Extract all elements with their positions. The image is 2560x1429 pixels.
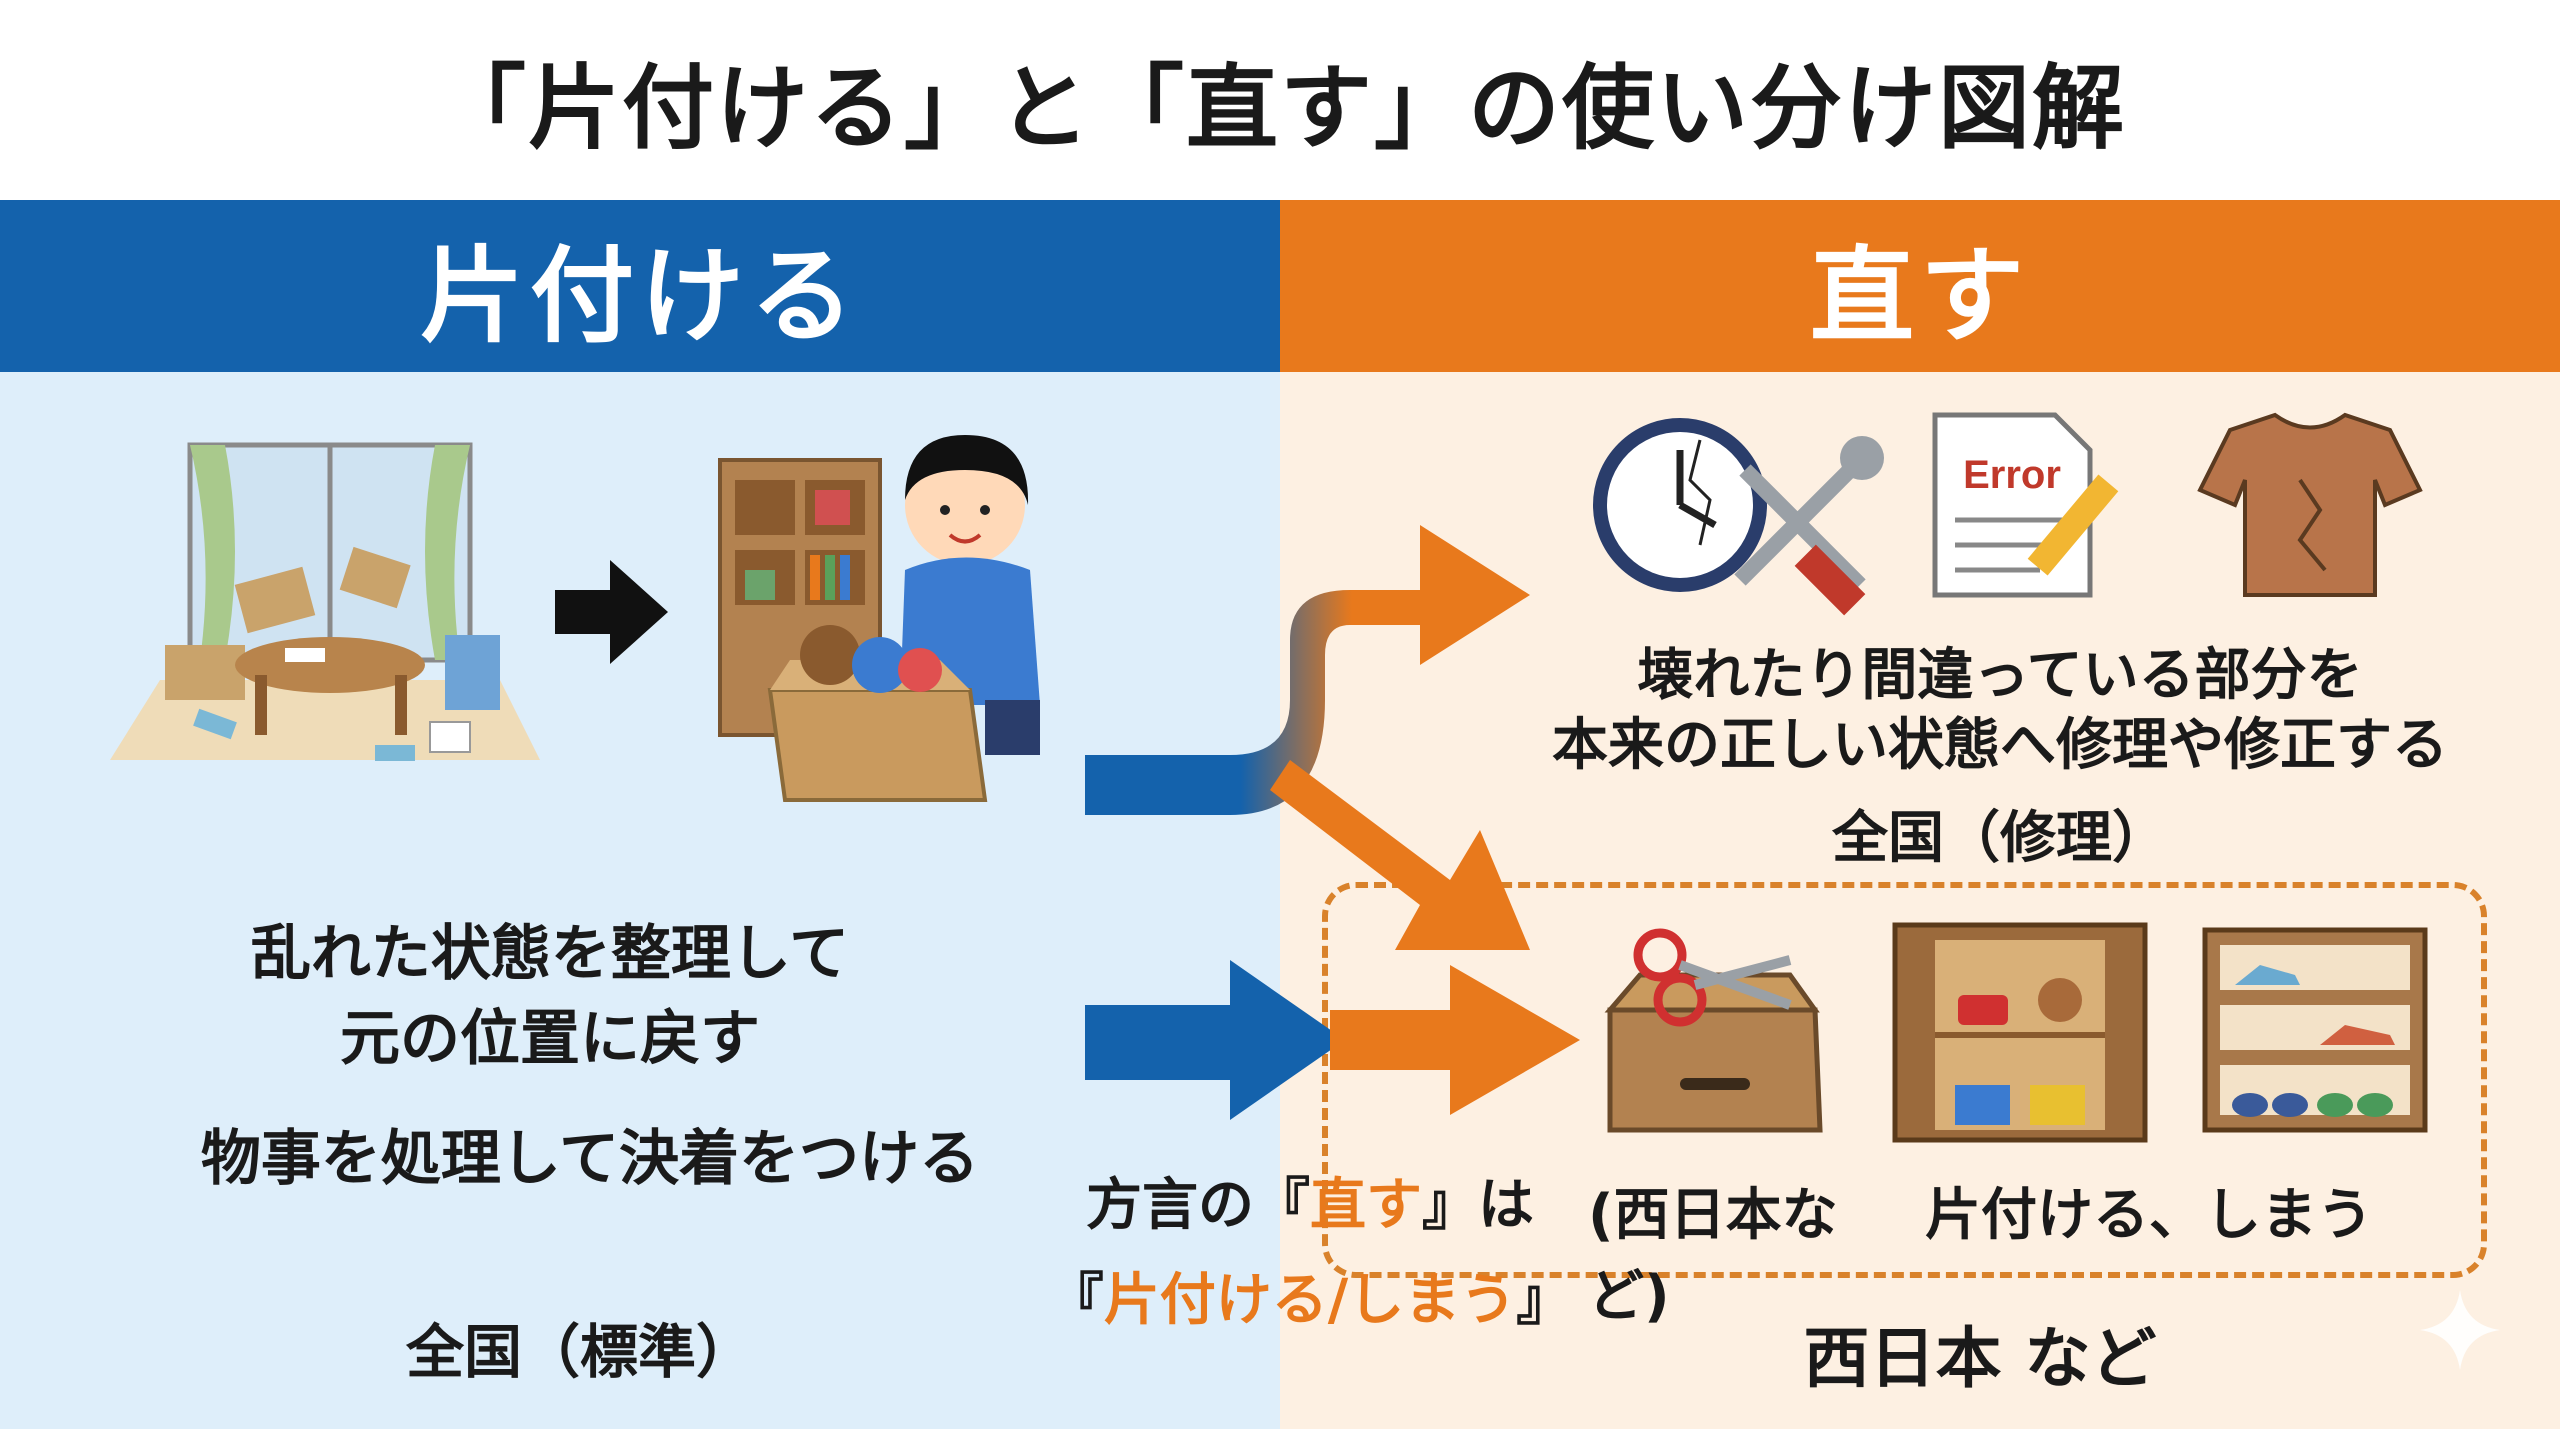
clock-icon xyxy=(1593,418,1767,592)
callout-line1-highlight: 直す xyxy=(1310,1173,1422,1238)
tools-icon xyxy=(1734,436,1884,616)
left-region: 全国（標準） xyxy=(405,1318,754,1386)
callout-line2-highlight: 片付ける/しまう xyxy=(1103,1268,1517,1333)
shoe-rack-icon xyxy=(2202,927,2428,1133)
scissors-drawer-icon xyxy=(1604,928,1823,1133)
repair-description-line1: 壊れたり間違っている部分を xyxy=(1637,643,2363,708)
arrow-bottom xyxy=(1085,960,1580,1120)
right-header: 直す xyxy=(1280,200,2560,372)
right-arrow-icon xyxy=(555,560,668,664)
error-document-icon xyxy=(1932,412,2119,598)
dialect-prefix: (西日本など) xyxy=(1588,1183,1838,1329)
arrow-to-repair xyxy=(1085,525,1530,815)
dialect-box xyxy=(1322,882,2487,1278)
toy-cabinet-icon xyxy=(1892,922,2148,1143)
callout-line2: 『片付ける/しまう』 xyxy=(1010,1255,1610,1336)
dialect-meaning: 片付ける、しまう xyxy=(1925,1183,2373,1248)
repair-region: 全国（修理） xyxy=(1832,806,2168,871)
callout-line1: 方言の『直す』は xyxy=(1040,1160,1580,1241)
sparkle-icon xyxy=(2420,1290,2500,1370)
page-title: 「片付ける」と「直す」の使い分け図解 xyxy=(433,54,2126,162)
callout-line1-before: 方言の『 xyxy=(1086,1173,1310,1238)
callout-line2-open: 『 xyxy=(1047,1268,1104,1333)
left-header: 片付ける xyxy=(0,200,1280,372)
messy-room-icon xyxy=(110,442,540,761)
repair-description-line2: 本来の正しい状態へ修理や修正する xyxy=(1552,713,2448,778)
right-panel: 直す xyxy=(1280,200,2560,1429)
left-panel: 片付ける xyxy=(0,200,1280,1429)
dialect-region: 西日本 など xyxy=(1803,1320,2157,1397)
callout-line2-close: 』 xyxy=(1516,1268,1573,1333)
callout-line1-after: 』は xyxy=(1422,1173,1534,1238)
torn-shirt-icon xyxy=(2197,412,2423,597)
boy-tidying-icon xyxy=(718,435,1040,802)
left-description-line1: 乱れた状態を整理して xyxy=(250,919,850,989)
error-label: Error xyxy=(1963,453,2061,497)
arrow-to-dialect xyxy=(1270,760,1530,950)
left-description-line3: 物事を処理して決着をつける xyxy=(200,1124,980,1194)
left-description-line2: 元の位置に戻す xyxy=(340,1004,760,1074)
